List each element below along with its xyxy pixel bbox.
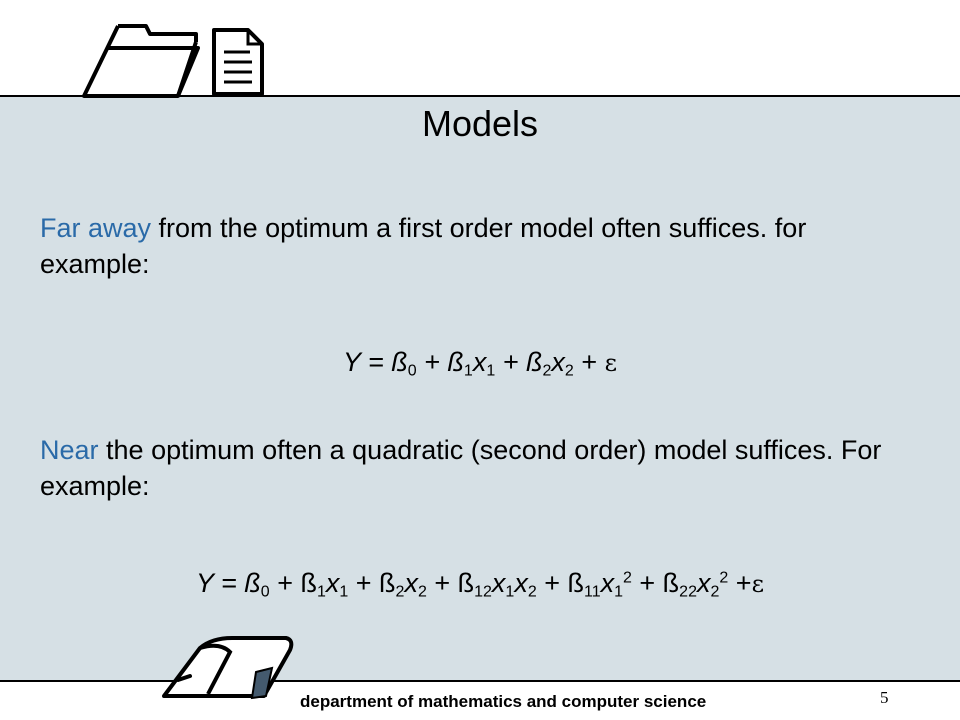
first-order-equation: Y = ß0 + ß1x1 + ß2x2 + ε — [342, 347, 618, 380]
top-rule — [0, 95, 960, 97]
far-away-highlight: Far away — [40, 213, 152, 243]
first-order-text: from the optimum a first order model oft… — [40, 213, 807, 279]
folder-icon — [82, 24, 200, 98]
first-order-paragraph: Far away from the optimum a first order … — [40, 210, 920, 282]
page-number: 5 — [880, 688, 889, 707]
near-highlight: Near — [40, 435, 99, 465]
second-order-text: the optimum often a quadratic (second or… — [40, 435, 882, 501]
slide-panel — [0, 96, 960, 680]
bottom-rule — [0, 680, 960, 682]
document-icon — [212, 28, 264, 96]
footer-department: department of mathematics and computer s… — [300, 692, 707, 711]
slide-title: Models — [421, 103, 539, 144]
second-order-paragraph: Near the optimum often a quadratic (seco… — [40, 432, 920, 504]
second-order-equation: Y = ß0 + ß1x1 + ß2x2 + ß12x1x2 + ß11x12 … — [195, 568, 764, 601]
mailbox-icon — [162, 636, 294, 700]
